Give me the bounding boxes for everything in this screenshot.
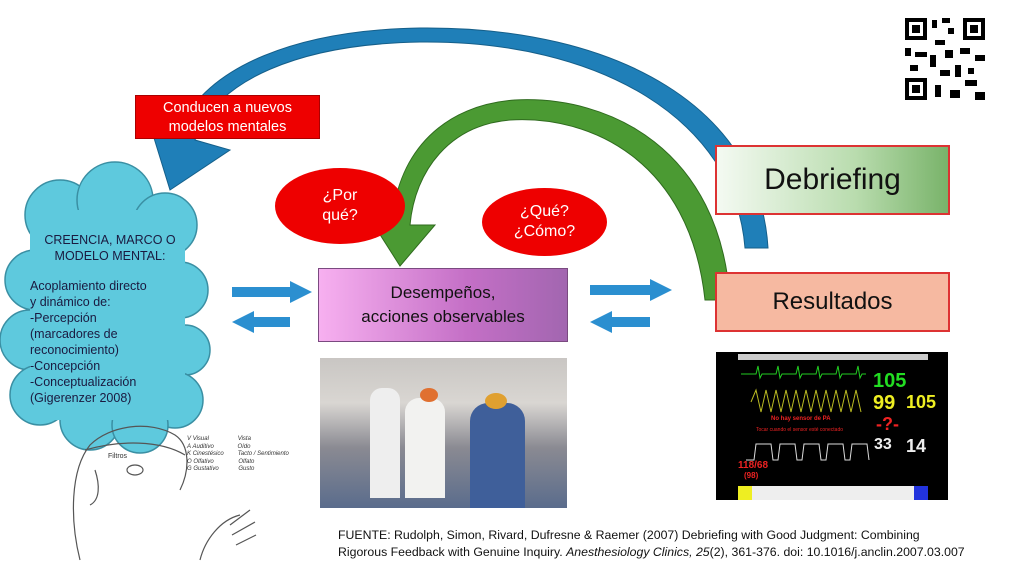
softkey — [914, 486, 928, 500]
spo2-value: 99 — [873, 392, 896, 414]
arrow-left-icon — [590, 311, 650, 333]
cloud-line: reconocimiento) — [30, 343, 119, 357]
filters-label: Filtros — [108, 453, 128, 460]
cloud-line: (marcadores de — [30, 327, 118, 341]
cloud-line: y dinámico de: — [30, 295, 111, 309]
nibp-value: 118/68 — [738, 460, 769, 471]
results-box: Resultados — [715, 272, 950, 332]
monitor-softkeys — [738, 486, 928, 500]
mental-model-cloud — [0, 161, 211, 454]
pulse-value: 105 — [906, 392, 937, 412]
cloud-line: (Gigerenzer 2008) — [30, 391, 132, 405]
citation-line-1: FUENTE: Rudolph, Simon, Rivard, Dufresne… — [338, 528, 920, 542]
bp-missing: -?- — [876, 414, 899, 434]
what-how-text: ¿Qué? ¿Cómo? — [513, 203, 576, 240]
cloud-line: -Conceptualización — [30, 375, 137, 389]
patient-monitor: 105 99 105 No hay sensor de PA Tocar cua… — [716, 352, 948, 500]
performance-box: Desempeños, acciones observables — [318, 268, 568, 342]
qr-code — [905, 18, 985, 100]
mental-model-text: CREENCIA, MARCO O MODELO MENTAL: Acoplam… — [30, 232, 190, 406]
nibp-mean: (98) — [744, 471, 759, 480]
journal-name: Anesthesiology Clinics, 25 — [566, 545, 710, 559]
no-sensor-message: No hay sensor de PA — [771, 416, 831, 422]
softkey — [738, 486, 752, 500]
monitor-header — [738, 354, 928, 360]
cap — [420, 388, 438, 402]
person-figure — [405, 398, 445, 498]
cloud-line: -Percepción — [30, 311, 97, 325]
citation-line-2: Rigorous Feedback with Genuine Inquiry. … — [338, 545, 965, 559]
connect-sensor-message: Tocar cuando el sensor esté conectado — [756, 427, 843, 433]
waveforms — [741, 365, 870, 461]
cloud-heading: CREENCIA, MARCO O MODELO MENTAL: — [44, 233, 176, 263]
arrow-right-icon — [590, 279, 672, 301]
source-citation: FUENTE: Rudolph, Simon, Rivard, Dufresne… — [338, 527, 965, 561]
debriefing-box: Debriefing — [715, 145, 950, 215]
head-sketch — [72, 425, 257, 561]
hr-value: 105 — [873, 370, 907, 392]
person-figure — [470, 403, 525, 508]
person-figure — [370, 388, 400, 498]
new-mental-models-label: Conducen a nuevos modelos mentales — [135, 95, 320, 139]
what-how-oval: ¿Qué? ¿Cómo? — [482, 188, 607, 256]
cloud-line: Acoplamiento directo — [30, 279, 147, 293]
why-oval: ¿Por qué? — [275, 168, 405, 244]
cap — [485, 393, 507, 409]
arrow-right-icon — [232, 281, 312, 303]
simulation-photo — [320, 358, 567, 508]
arrow-left-icon — [232, 311, 290, 333]
cloud-line: -Concepción — [30, 359, 101, 373]
rr-value: 14 — [906, 436, 927, 456]
performance-text: Desempeños, acciones observables — [361, 283, 525, 326]
etco2-value: 33 — [874, 436, 892, 453]
why-text: ¿Por qué? — [322, 187, 358, 224]
